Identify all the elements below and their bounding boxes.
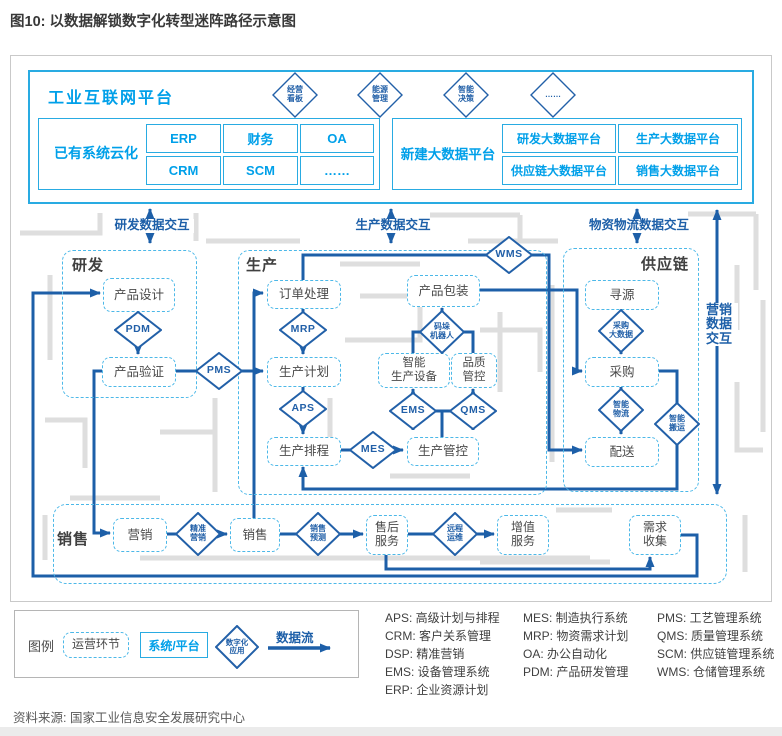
legacy-systems-label: 已有系统云化 (54, 145, 138, 161)
legend-dataflow-label: 数据流 (276, 631, 314, 645)
source-note: 资料来源: 国家工业信息安全发展研究中心 (13, 711, 245, 725)
system-cell-crm: CRM (146, 156, 221, 185)
system-diamond-qms: QMS (449, 392, 497, 430)
app-diamond-smart-logistics: 智能 物流 (598, 388, 644, 432)
industrial-internet-platform-box (28, 70, 754, 204)
system-diamond-mrp: MRP (279, 311, 327, 349)
system-cell-more: …… (300, 156, 374, 185)
glossary-entry: OA: 办公自动化 (523, 647, 608, 661)
node-order-processing: 订单处理 (267, 280, 341, 309)
system-cell-scm: SCM (223, 156, 298, 185)
bigdata-platform-box (392, 118, 742, 190)
node-production-control: 生产管控 (407, 437, 479, 466)
bigdata-cell-sales: 销售大数据平台 (618, 156, 738, 185)
legend-digital-diamond: 数字化 应用 (215, 625, 259, 669)
platform-app-diamond-dashboard: 经营 看板 (272, 72, 318, 118)
platform-app-diamond-energy: 能源 管理 (357, 72, 403, 118)
node-product-design: 产品设计 (103, 278, 175, 312)
section-prod-label: 生产 (246, 257, 279, 274)
section-rd-box (62, 250, 197, 398)
exchange-label-marketing: 营销 数据 交互 (700, 302, 738, 346)
exchange-label-rd: 研发数据交互 (110, 218, 194, 233)
app-diamond-remote-ops: 远程 运维 (432, 512, 478, 556)
bigdata-cell-rd: 研发大数据平台 (502, 124, 616, 153)
glossary-entry: ERP: 企业资源计划 (385, 683, 489, 697)
node-sales: 销售 (230, 518, 280, 552)
glossary-entry: QMS: 质量管理系统 (657, 629, 764, 643)
platform-app-diamond-decision: 智能 决策 (443, 72, 489, 118)
app-diamond-sales-forecast: 销售 预测 (295, 512, 341, 556)
node-smart-equipment: 智能 生产设备 (378, 353, 450, 388)
glossary-column-3: PMS: 工艺管理系统 QMS: 质量管理系统 SCM: 供应链管理系统 WMS… (657, 609, 774, 681)
platform-app-diamond-more: …… (530, 72, 576, 118)
section-sales-box (53, 504, 727, 584)
section-rd-label: 研发 (72, 257, 105, 274)
node-production-schedule: 生产排程 (267, 437, 341, 466)
glossary-entry: DSP: 精准营销 (385, 647, 465, 661)
exchange-label-prod: 生产数据交互 (351, 218, 435, 233)
node-purchase: 采购 (585, 357, 659, 387)
glossary-entry: PMS: 工艺管理系统 (657, 611, 762, 625)
system-diamond-pms: PMS (195, 352, 243, 390)
glossary-entry: CRM: 客户关系管理 (385, 629, 491, 643)
node-demand-collection: 需求 收集 (629, 515, 681, 555)
system-diamond-wms: WMS (485, 236, 533, 274)
bigdata-cell-supply: 供应链大数据平台 (502, 156, 616, 185)
node-production-plan: 生产计划 (267, 357, 341, 387)
bigdata-platform-label: 新建大数据平台 (400, 147, 496, 162)
glossary-entry: WMS: 仓储管理系统 (657, 665, 765, 679)
system-diamond-mes: MES (349, 431, 397, 469)
glossary-entry: MRP: 物资需求计划 (523, 629, 629, 643)
legacy-systems-box (38, 118, 380, 190)
section-sales-label: 销售 (57, 531, 90, 548)
legend-system-cell: 系统/平台 (140, 632, 208, 658)
legend-title: 图例 (28, 639, 55, 654)
system-cell-erp: ERP (146, 124, 221, 153)
app-diamond-precision-marketing: 精准 营销 (175, 512, 221, 556)
node-delivery: 配送 (585, 437, 659, 467)
system-diamond-pdm: PDM (114, 311, 162, 349)
glossary-entry: APS: 高级计划与排程 (385, 611, 500, 625)
node-product-verify: 产品验证 (102, 357, 176, 387)
platform-title: 工业互联网平台 (48, 90, 175, 107)
glossary-entry: EMS: 设备管理系统 (385, 665, 490, 679)
node-product-packaging: 产品包装 (407, 275, 480, 307)
app-diamond-smart-handling: 智能 搬运 (654, 402, 700, 446)
system-cell-oa: OA (300, 124, 374, 153)
system-diamond-aps: APS (279, 390, 327, 428)
node-marketing: 营销 (113, 518, 167, 552)
figure-title: 图10: 以数据解锁数字化转型迷阵路径示意图 (10, 14, 296, 30)
legend-box (14, 610, 359, 678)
bigdata-cell-prod: 生产大数据平台 (618, 124, 738, 153)
node-value-added-service: 增值 服务 (497, 515, 549, 555)
section-supply-box (563, 248, 699, 492)
node-quality-control: 品质 管控 (451, 353, 497, 388)
app-diamond-palletizing-robot: 码垛 机器人 (419, 310, 465, 354)
glossary-column-1: APS: 高级计划与排程 CRM: 客户关系管理 DSP: 精准营销 EMS: … (385, 609, 500, 699)
glossary-entry: MES: 制造执行系统 (523, 611, 628, 625)
glossary-entry: SCM: 供应链管理系统 (657, 647, 775, 661)
section-supply-label: 供应链 (641, 256, 690, 273)
node-sourcing: 寻源 (585, 280, 659, 310)
page-bottom-strip (0, 727, 782, 736)
diagram-frame (10, 55, 772, 602)
exchange-label-logistics: 物资物流数据交互 (584, 218, 694, 233)
glossary-entry: PDM: 产品研发管理 (523, 665, 629, 679)
legend-operation-node: 运营环节 (63, 632, 129, 658)
system-diamond-ems: EMS (389, 392, 437, 430)
node-after-sales-service: 售后 服务 (366, 515, 408, 555)
system-cell-finance: 财务 (223, 124, 298, 153)
glossary-column-2: MES: 制造执行系统 MRP: 物资需求计划 OA: 办公自动化 PDM: 产… (523, 609, 628, 681)
app-diamond-purchase-bigdata: 采购 大数据 (598, 309, 644, 353)
